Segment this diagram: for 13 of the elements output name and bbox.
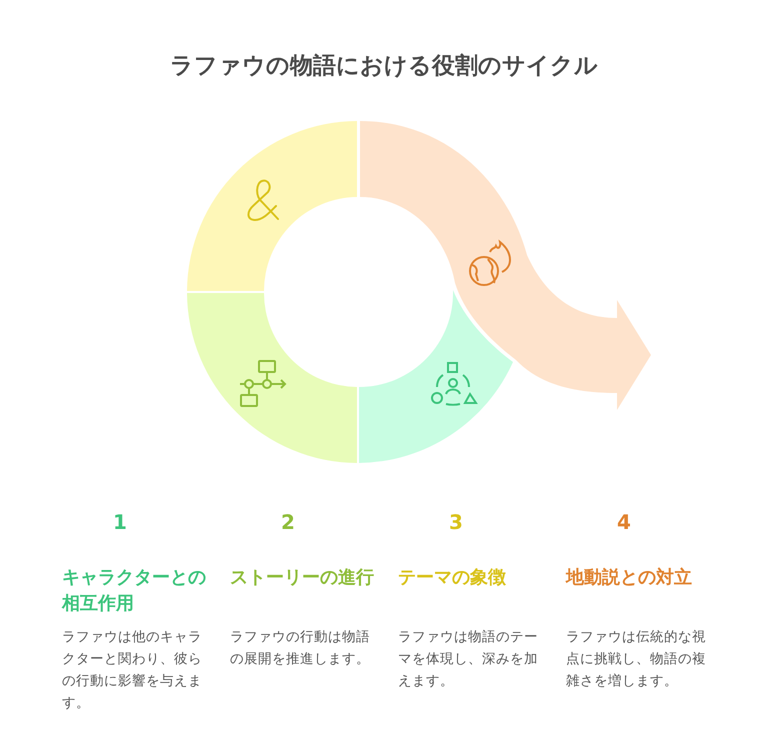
step-heading: ストーリーの進行 [230,566,375,590]
step-description: ラファウは物語のテーマを体現し、深みを加えます。 [398,628,538,691]
step-description: ラファウは伝統的な視点に挑戦し、物語の複雑さを増します。 [566,628,706,691]
step-heading: 地動説との対立 [566,566,693,590]
step-description: ラファウの行動は物語の展開を推進します。 [230,628,370,669]
step-number: 4 [616,510,632,534]
step-heading: テーマの象徴 [398,566,507,590]
step-description: ラファウは他のキャラクターと関わり、彼らの行動に影響を与えます。 [62,628,202,713]
title: ラファウの物語における役割のサイクル [169,52,599,81]
step-number: 3 [448,510,464,534]
step-heading: キャラクターとの相互作用 [62,566,207,616]
step-number: 2 [280,510,296,534]
step-number: 1 [112,510,128,534]
